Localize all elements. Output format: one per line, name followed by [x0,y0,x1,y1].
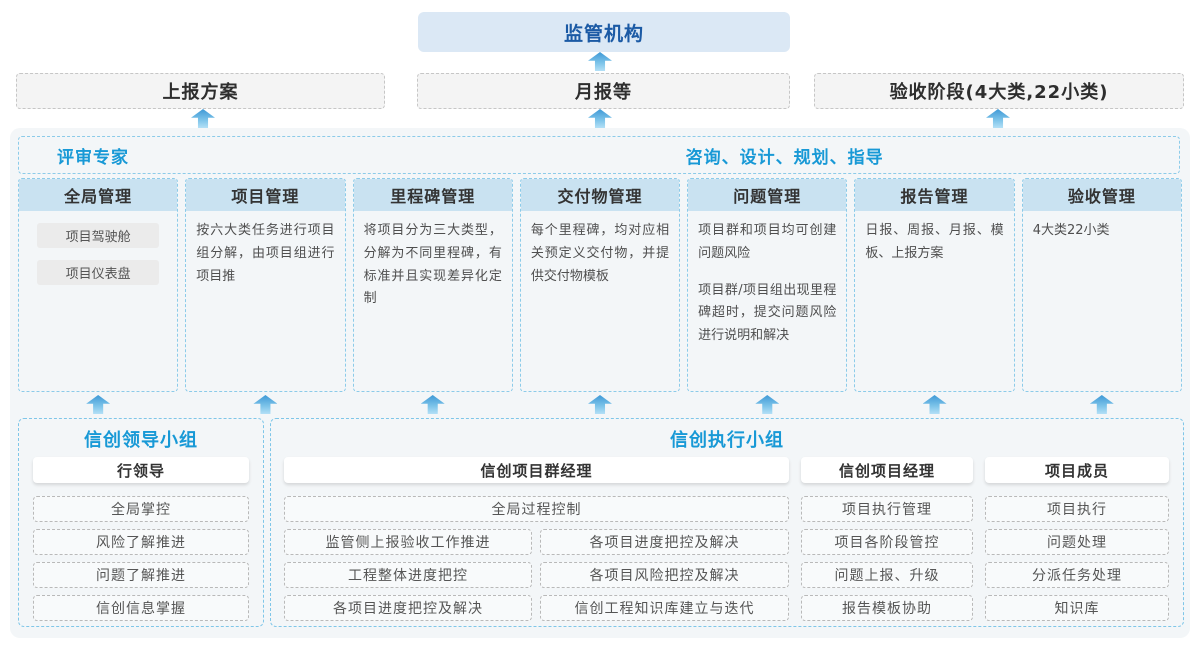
role-program-manager: 信创项目群经理 [284,457,789,483]
column-title: 报告管理 [855,179,1014,211]
issue-paragraph-2: 项目群/项目组出现里程碑超时，提交问题风险进行说明和解决 [698,282,837,344]
pm-item-3: 问题上报、升级 [801,562,973,588]
output-label: 验收阶段(4大类,22小类) [889,82,1109,103]
column-global-management: 全局管理 项目驾驶舱 项目仪表盘 [18,178,179,392]
pm-group-full-item: 全局过程控制 [284,496,789,522]
arrow-up-col-5 [755,395,780,414]
output-box-acceptance-phase: 验收阶段(4大类,22小类) [814,73,1184,109]
member-item-2: 问题处理 [985,529,1169,555]
output-label: 月报等 [575,82,632,103]
column-body: 按六大类任务进行项目组分解，由项目组进行项目推 [196,223,335,284]
column-title: 里程碑管理 [353,179,512,211]
pm-item-1: 项目执行管理 [801,496,973,522]
pm-group-left-item-1: 监管侧上报验收工作推进 [284,529,532,555]
column-body: 日报、周报、月报、模板、上报方案 [865,223,1004,261]
column-arrow-row [18,395,1182,414]
arrow-up-col-4 [587,395,612,414]
column-title: 问题管理 [688,179,847,211]
leader-group-title: 信创领导小组 [84,430,198,451]
chip-project-dashboard: 项目仪表盘 [37,260,160,285]
role-project-manager: 信创项目经理 [801,457,973,483]
column-milestone-management: 里程碑管理 将项目分为三大类型，分解为不同里程碑，有标准并且实现差异化定制 [352,178,513,392]
xinchuang-execution-group: 信创执行小组 信创项目群经理 全局过程控制 监管侧上报验收工作推进 工程整体进度… [270,418,1184,627]
arrow-up-col-7 [1089,395,1114,414]
column-acceptance-management: 验收管理 4大类22小类 [1021,178,1182,392]
column-report-management: 报告管理 日报、周报、月报、模板、上报方案 [854,178,1015,392]
arrow-up-col-3 [420,395,445,414]
column-issue-management: 问题管理 项目群和项目均可创建问题风险 项目群/项目组出现里程碑超时，提交问题风… [687,178,848,392]
pm-item-2: 项目各阶段管控 [801,529,973,555]
pm-group-right-item-2: 各项目风险把控及解决 [540,562,789,588]
arrow-up-to-regulator [588,52,612,71]
leader-item-2: 风险了解推进 [33,529,249,555]
pm-group-right-item-3: 信创工程知识库建立与迭代 [540,595,789,621]
column-title: 验收管理 [1022,179,1181,211]
role-bank-leadership: 行领导 [33,457,249,483]
output-box-report-plan: 上报方案 [16,73,385,109]
pm-group-right-item-1: 各项目进度把控及解决 [540,529,789,555]
column-title: 项目管理 [186,179,345,211]
column-title: 全局管理 [19,179,178,211]
arrow-up-to-acceptance-phase [986,109,1010,128]
arrow-up-col-2 [253,395,278,414]
arrow-up-to-report-plan [191,109,215,128]
leader-item-3: 问题了解推进 [33,562,249,588]
arrow-up-col-6 [922,395,947,414]
arrow-up-col-1 [86,395,111,414]
main-panel: 评审专家 咨询、设计、规划、指导 全局管理 项目驾驶舱 项目仪表盘 项目管理 按… [10,128,1190,638]
xinchuang-leader-group: 信创领导小组 行领导 全局掌控 风险了解推进 问题了解推进 信创信息掌握 [18,418,264,627]
regulator-label: 监管机构 [563,22,644,45]
pm-item-4: 报告模板协助 [801,595,973,621]
review-experts-label: 评审专家 [57,147,129,168]
execution-group-title: 信创执行小组 [670,430,784,451]
arrow-up-to-monthly-report [588,109,612,128]
expert-strip: 评审专家 咨询、设计、规划、指导 [18,136,1180,174]
management-columns: 全局管理 项目驾驶舱 项目仪表盘 项目管理 按六大类任务进行项目组分解，由项目组… [18,178,1182,392]
output-box-monthly-report: 月报等 [417,73,790,109]
column-project-management: 项目管理 按六大类任务进行项目组分解，由项目组进行项目推 [185,178,346,392]
column-body: 将项目分为三大类型，分解为不同里程碑，有标准并且实现差异化定制 [363,223,502,307]
member-item-1: 项目执行 [985,496,1169,522]
role-project-member: 项目成员 [985,457,1169,483]
issue-paragraph-1: 项目群和项目均可创建问题风险 [698,223,837,261]
member-item-4: 知识库 [985,595,1169,621]
consulting-label: 咨询、设计、规划、指导 [685,147,884,168]
regulator-box: 监管机构 [418,12,790,52]
member-item-3: 分派任务处理 [985,562,1169,588]
column-title: 交付物管理 [520,179,680,211]
output-label: 上报方案 [162,82,239,103]
column-body: 4大类22小类 [1032,223,1110,238]
pm-group-left-item-2: 工程整体进度把控 [284,562,532,588]
leader-item-4: 信创信息掌握 [33,595,249,621]
pm-group-left-item-3: 各项目进度把控及解决 [284,595,532,621]
column-body: 每个里程碑，均对应相关预定义交付物，并提供交付物模板 [530,223,670,284]
column-body: 项目群和项目均可创建问题风险 项目群/项目组出现里程碑超时，提交问题风险进行说明… [688,211,846,348]
leader-item-1: 全局掌控 [33,496,249,522]
chip-project-cockpit: 项目驾驶舱 [37,223,160,248]
column-deliverable-management: 交付物管理 每个里程碑，均对应相关预定义交付物，并提供交付物模板 [519,178,681,392]
